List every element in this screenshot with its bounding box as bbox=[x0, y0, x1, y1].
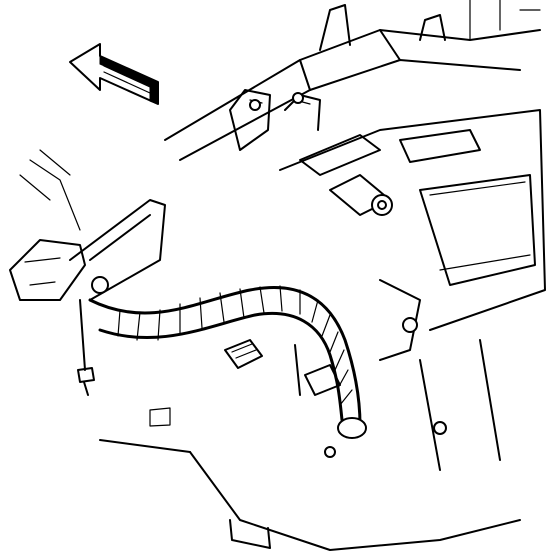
lower-case bbox=[99, 339, 521, 551]
harness-connector bbox=[224, 279, 421, 396]
direction-arrow-icon bbox=[69, 43, 159, 105]
mounting-bracket bbox=[9, 199, 166, 371]
bolt-icon bbox=[77, 367, 95, 396]
upper-housing bbox=[164, 0, 541, 161]
hvac-module-panel bbox=[279, 109, 546, 331]
wiring-harness bbox=[19, 149, 367, 439]
